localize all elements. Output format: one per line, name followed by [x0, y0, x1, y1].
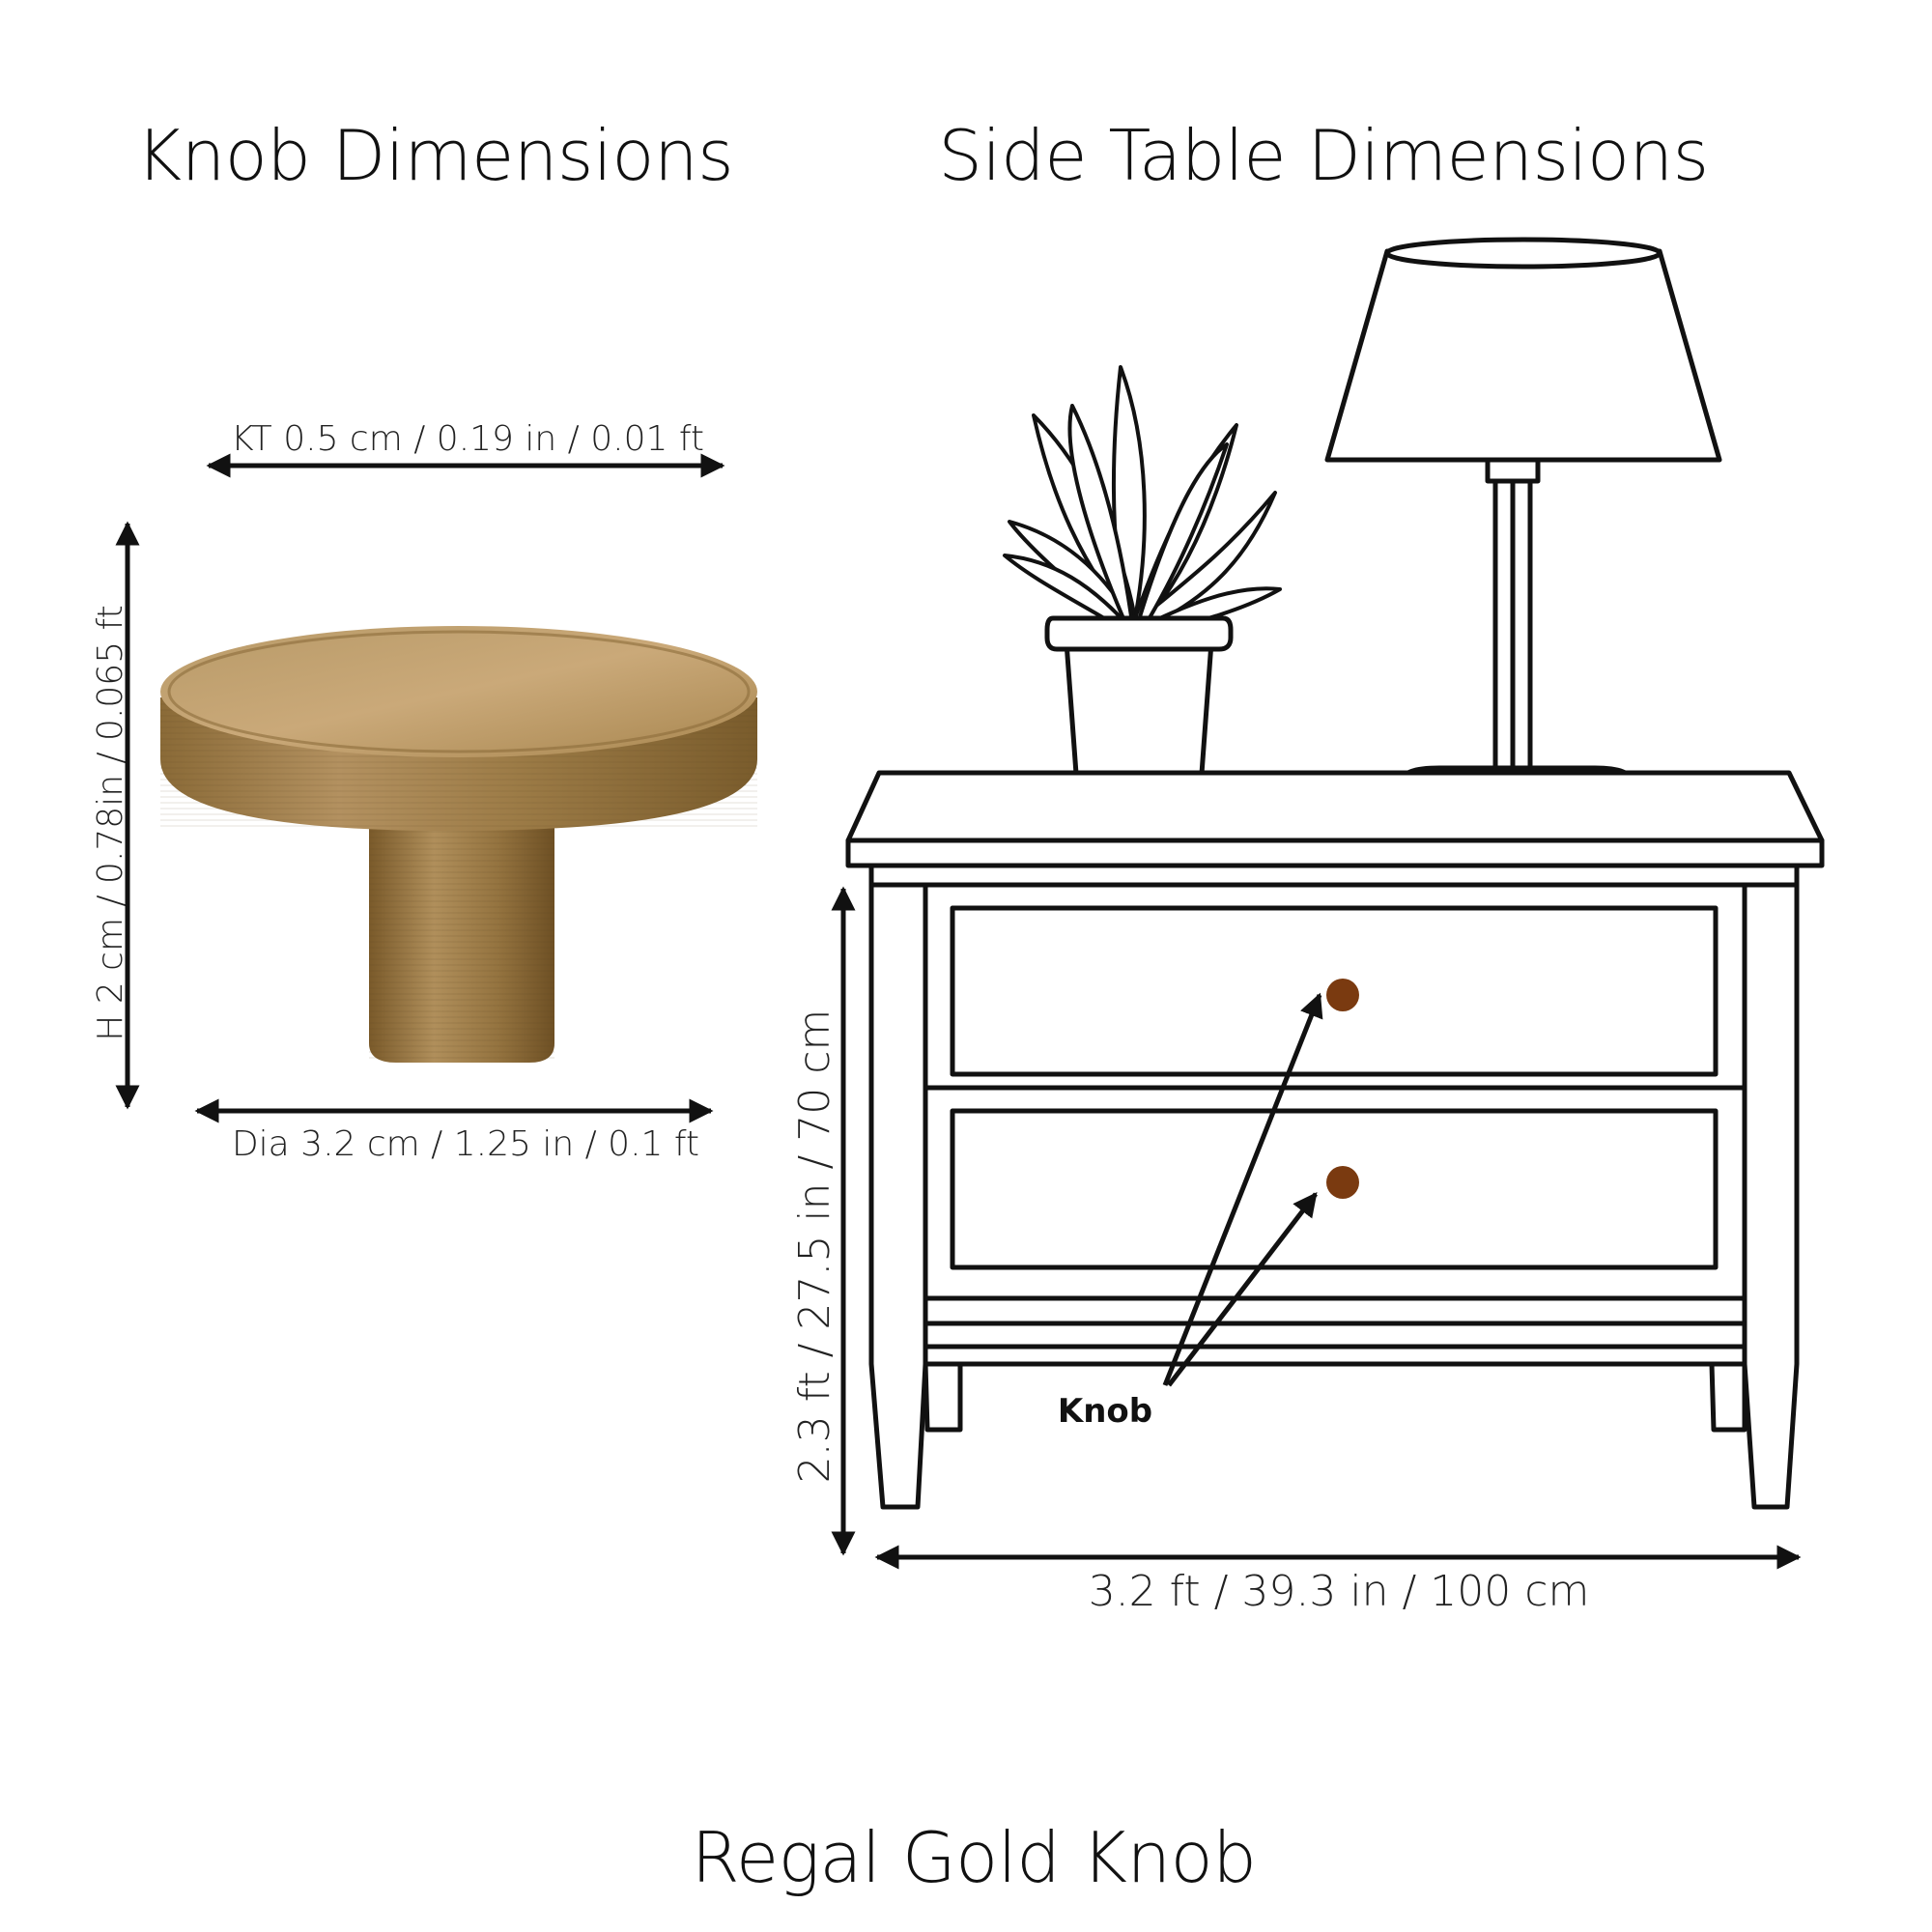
potted-plant-icon	[1003, 365, 1282, 814]
knob-thickness-label: KT 0.5 cm / 0.19 in / 0.01 ft	[231, 419, 704, 459]
knob-diameter-label: Dia 3.2 cm / 1.25 in / 0.1 ft	[232, 1124, 699, 1164]
knob-height-label: H 2 cm / 0.78in / 0.065 ft	[91, 605, 130, 1040]
table-height-label: 2.3 ft / 27.5 in / 70 cm	[790, 1009, 839, 1484]
knob-dimensions-heading: Knob Dimensions	[136, 115, 733, 196]
knob-callout-arrow-top	[1162, 992, 1323, 1386]
knob-callout-arrow-bottom	[1167, 1192, 1318, 1387]
table-width-label: 3.2 ft / 39.3 in / 100 cm	[1089, 1567, 1590, 1616]
top-drawer-knob-dot	[1326, 979, 1359, 1011]
bottom-drawer-knob-dot	[1326, 1166, 1359, 1199]
product-title: Regal Gold Knob	[692, 1817, 1257, 1898]
knob-callout-label: Knob	[1058, 1392, 1152, 1431]
side-table-dimensions-heading: Side Table Dimensions	[938, 115, 1708, 196]
brass-knob-icon	[160, 626, 757, 1063]
table-lamp-icon	[1324, 237, 1722, 810]
side-table-icon	[845, 770, 1825, 1510]
